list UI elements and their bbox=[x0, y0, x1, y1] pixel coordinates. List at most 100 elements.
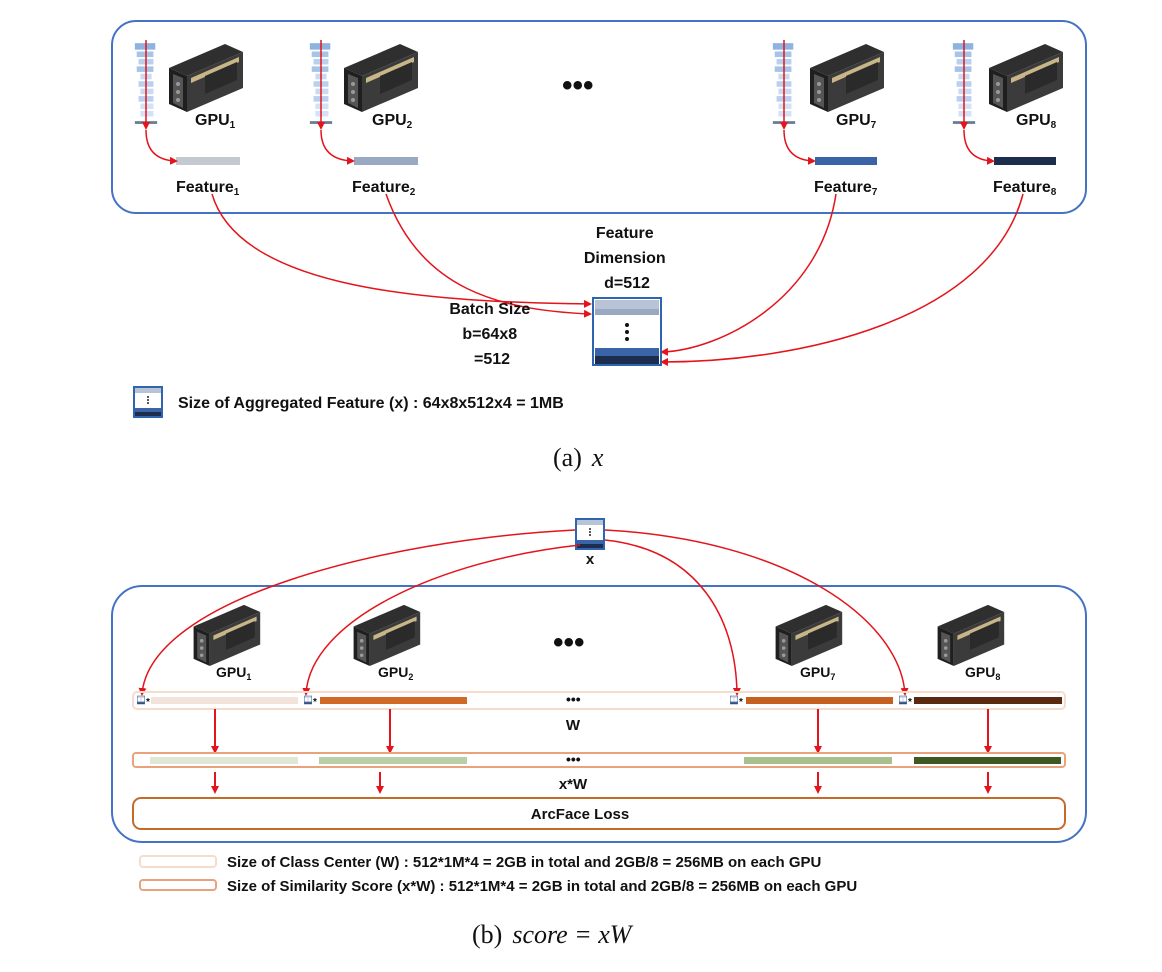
gpu-subscript: 8 bbox=[1051, 120, 1057, 131]
multiply-star: * bbox=[908, 697, 912, 708]
panel-a-gpu-1: GPU1 Feature1 bbox=[134, 43, 243, 198]
x-matrix-icon bbox=[730, 695, 738, 705]
gpu-label: GPU bbox=[1016, 112, 1051, 129]
arcface-loss-box bbox=[132, 797, 1066, 830]
svg-text:GPU7: GPU7 bbox=[800, 664, 835, 682]
svg-text:Feature2: Feature2 bbox=[352, 179, 416, 198]
gpu-card-icon bbox=[810, 44, 884, 112]
xw-row-container bbox=[132, 752, 1066, 768]
xw-bar bbox=[914, 757, 1061, 764]
panel-b-gpu-2: GPU2 bbox=[353, 604, 421, 682]
xw-bar bbox=[150, 757, 298, 764]
svg-text:GPU8: GPU8 bbox=[965, 664, 1000, 682]
panel-b-broadcast-arrows bbox=[138, 529, 909, 696]
gpu-subscript: 2 bbox=[408, 672, 413, 682]
gpu-subscript: 7 bbox=[871, 120, 877, 131]
batch-size-label: Batch Size b=64x8 =512 bbox=[449, 301, 534, 368]
gpu-label: GPU bbox=[836, 112, 871, 129]
w-bar bbox=[746, 697, 893, 704]
w-row-contents: * * ••• * * bbox=[137, 691, 1062, 708]
gpu-label: GPU bbox=[378, 664, 408, 680]
svg-text:GPU8: GPU8 bbox=[1016, 112, 1057, 131]
svg-text:Feature8: Feature8 bbox=[993, 179, 1057, 198]
panel-a-frame bbox=[111, 20, 1087, 214]
x-matrix-icon bbox=[575, 518, 605, 550]
x-matrix-icon bbox=[304, 695, 312, 705]
aggregated-feature-matrix bbox=[592, 297, 662, 366]
gpu-subscript: 8 bbox=[995, 672, 1000, 682]
panel-a-gpu-2: GPU2 Feature2 bbox=[309, 43, 418, 198]
x-matrix-icon bbox=[137, 695, 145, 705]
gpu-label: GPU bbox=[195, 112, 230, 129]
panel-b-frame bbox=[111, 585, 1087, 843]
gpu-subscript: 1 bbox=[246, 672, 251, 682]
feature-bar bbox=[176, 157, 240, 165]
svg-text:GPU2: GPU2 bbox=[378, 664, 413, 682]
multiply-star: * bbox=[313, 697, 317, 708]
gpu-label: GPU bbox=[965, 664, 995, 680]
w-bar bbox=[914, 697, 1062, 704]
similarity-score-legend-swatch bbox=[139, 879, 217, 891]
panel-b-ellipsis-top: ••• bbox=[553, 626, 585, 659]
panel-b-w-to-xw-arrows bbox=[211, 709, 992, 754]
feature-bar bbox=[994, 157, 1056, 165]
panel-b-gpu-8: GPU8 bbox=[937, 604, 1005, 682]
panel-a-aggregation-arrows bbox=[211, 193, 1024, 366]
xw-row-ellipsis: ••• bbox=[566, 751, 581, 767]
svg-text:Feature1: Feature1 bbox=[176, 179, 240, 198]
similarity-score-legend: Size of Similarity Score (x*W) : 512*1M*… bbox=[227, 878, 857, 895]
xw-bar bbox=[319, 757, 467, 764]
feature-subscript: 1 bbox=[234, 187, 240, 198]
gpu-subscript: 2 bbox=[407, 120, 413, 131]
feature-subscript: 7 bbox=[872, 187, 878, 198]
gpu-card-icon bbox=[344, 44, 418, 112]
caption-b: (b)score = xW bbox=[472, 920, 634, 949]
feature-label: Feature bbox=[352, 179, 410, 196]
svg-text:GPU7: GPU7 bbox=[836, 112, 877, 131]
feature-subscript: 2 bbox=[410, 187, 416, 198]
feature-subscript: 8 bbox=[1051, 187, 1057, 198]
gpu-subscript: 1 bbox=[230, 120, 236, 131]
caption-a: (a)x bbox=[553, 443, 604, 472]
panel-a-ellipsis: ••• bbox=[562, 69, 594, 102]
gpu-label: GPU bbox=[372, 112, 407, 129]
feature-label: Feature bbox=[176, 179, 234, 196]
feature-bar bbox=[354, 157, 418, 165]
aggregated-feature-legend: Size of Aggregated Feature (x) : 64x8x51… bbox=[178, 395, 564, 412]
multiply-star: * bbox=[146, 697, 150, 708]
class-center-legend-swatch bbox=[139, 855, 217, 868]
w-label: W bbox=[566, 717, 581, 734]
panel-b-gpu-7: GPU7 bbox=[775, 604, 843, 682]
feature-label: Feature bbox=[993, 179, 1051, 196]
svg-text:Feature7: Feature7 bbox=[814, 179, 878, 198]
feature-bar bbox=[815, 157, 877, 165]
xw-label: x*W bbox=[559, 776, 588, 793]
class-center-legend: Size of Class Center (W) : 512*1M*4 = 2G… bbox=[227, 854, 821, 871]
x-matrix-icon bbox=[899, 695, 907, 705]
gpu-card-icon bbox=[193, 604, 261, 667]
panel-a-gpu-7: GPU7 Feature7 bbox=[772, 43, 884, 198]
w-bar bbox=[151, 697, 298, 704]
svg-text:GPU1: GPU1 bbox=[195, 112, 236, 131]
gpu-label: GPU bbox=[800, 664, 830, 680]
feature-dimension-label: Feature Dimension d=512 bbox=[584, 225, 670, 292]
panel-a-local-arrows bbox=[142, 40, 995, 165]
svg-text:GPU1: GPU1 bbox=[216, 664, 251, 682]
gpu-label: GPU bbox=[216, 664, 246, 680]
w-row-container bbox=[132, 691, 1066, 710]
gpu-card-icon bbox=[989, 44, 1063, 112]
aggregated-feature-legend-icon bbox=[133, 386, 163, 418]
xw-bar bbox=[744, 757, 892, 764]
w-bar bbox=[320, 697, 467, 704]
panel-b-gpu-1: GPU1 bbox=[193, 604, 261, 682]
gpu-card-icon bbox=[775, 604, 843, 667]
svg-text:GPU2: GPU2 bbox=[372, 112, 413, 131]
x-label: x bbox=[586, 551, 595, 568]
gpu-card-icon bbox=[937, 604, 1005, 667]
gpu-subscript: 7 bbox=[830, 672, 835, 682]
feature-label: Feature bbox=[814, 179, 872, 196]
w-row-ellipsis: ••• bbox=[566, 691, 581, 707]
panel-a-gpu-8: GPU8 Feature8 bbox=[952, 43, 1063, 198]
xw-row-contents: ••• bbox=[150, 751, 1061, 767]
